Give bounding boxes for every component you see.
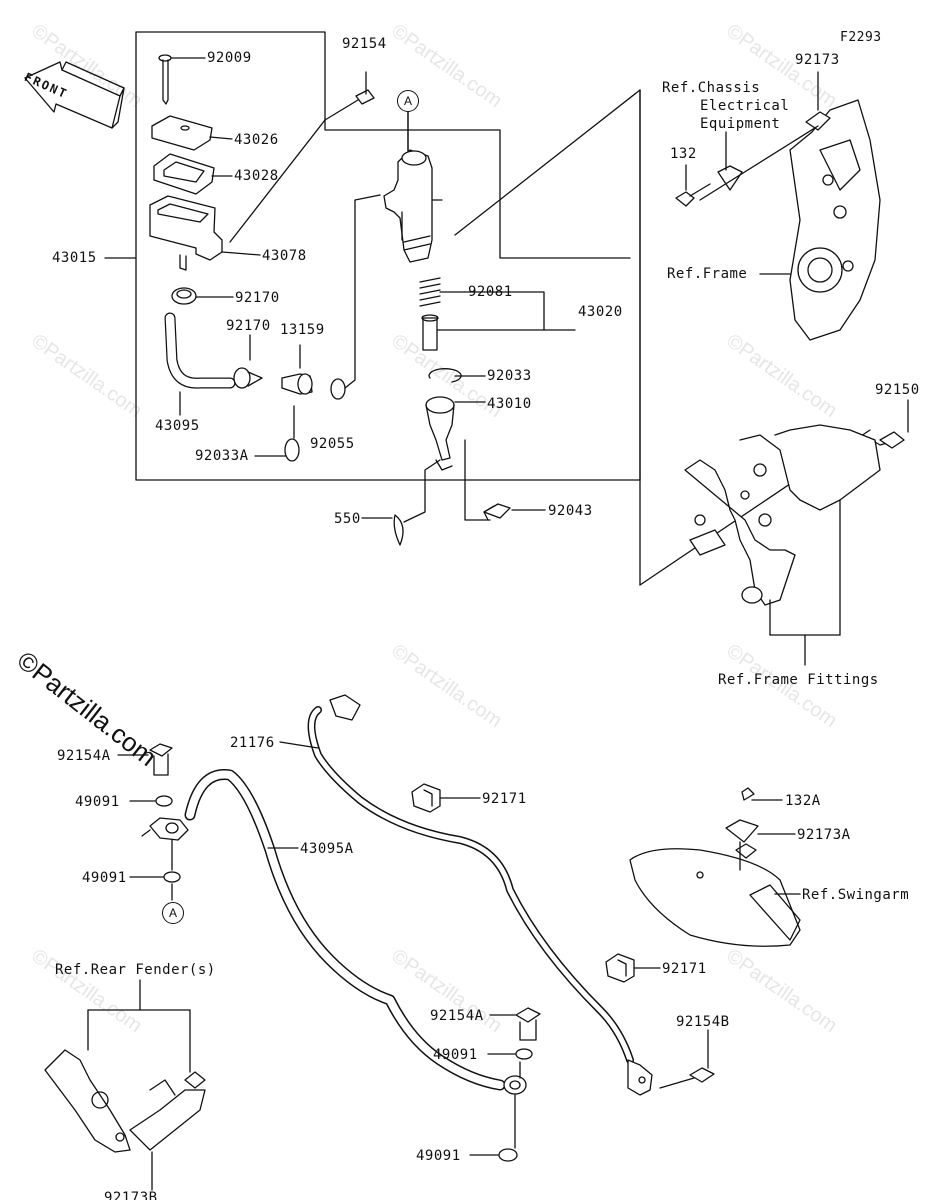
clamp-92171 (411, 783, 481, 813)
part-label: 92154 (342, 36, 387, 52)
part-label: 43026 (234, 132, 279, 148)
part-label: 92033 (487, 368, 532, 384)
clamp-92170b (233, 334, 263, 389)
part-label: 92171 (662, 961, 707, 977)
part-label: 92173 (795, 52, 840, 68)
part-label: 43078 (262, 248, 307, 264)
snap-ring-92033a (254, 405, 300, 462)
clamp-92171b (605, 953, 661, 983)
bolt-92154a-left (117, 743, 173, 776)
washer-49091 (515, 1048, 533, 1060)
leader-line (454, 89, 641, 236)
o-ring-92055 (330, 194, 381, 400)
cap-43026 (151, 115, 233, 151)
rear-fender (44, 979, 206, 1191)
part-label: 92009 (207, 50, 252, 66)
part-label: 49091 (433, 1047, 478, 1063)
pushrod-43010 (425, 396, 486, 471)
bolt-132 (675, 164, 711, 207)
part-label: 92033A (195, 448, 249, 464)
part-label: 43015 (52, 250, 97, 266)
bolt-132a (735, 787, 783, 859)
cotter-pin-550 (361, 459, 441, 546)
clip-92173 (805, 71, 831, 131)
hose-21176 (279, 694, 634, 1064)
part-label: 92055 (310, 436, 355, 452)
pin-92043 (464, 439, 546, 521)
part-label: 92170 (226, 318, 271, 334)
part-label: 92154A (430, 1008, 484, 1024)
part-label: 49091 (82, 870, 127, 886)
part-label: 92173A (797, 827, 851, 843)
ref-label: Ref.Swingarm (802, 887, 910, 903)
part-label: 49091 (75, 794, 120, 810)
banjo-fitting (503, 1075, 527, 1095)
part-label: 43095A (300, 841, 354, 857)
ref-label: Ref.Frame (667, 266, 748, 282)
figure-code: F2293 (840, 30, 882, 45)
swingarm (629, 848, 801, 947)
frame-structure (759, 99, 881, 341)
master-cylinder (383, 99, 443, 263)
clip-92173a (725, 819, 796, 871)
ref-label: Equipment (700, 116, 781, 132)
part-label: 132A (785, 793, 821, 809)
part-label: 92171 (482, 791, 527, 807)
bolt-92154a-center (489, 1007, 541, 1041)
bolt-92154b (659, 1029, 715, 1089)
part-label: 43010 (487, 396, 532, 412)
ref-label: Ref.Frame Fittings (718, 672, 879, 688)
bolt-92154 (324, 71, 375, 121)
part-label: 92154A (57, 748, 111, 764)
reservoir-43078 (149, 119, 326, 271)
part-label: 92173B (104, 1190, 158, 1200)
part-label: 92081 (468, 284, 513, 300)
part-label: 21176 (230, 735, 275, 751)
spring-92081 (419, 277, 466, 307)
hose-43095a (184, 769, 506, 1091)
callout-a: A (397, 90, 419, 112)
fitting-13159 (281, 344, 313, 395)
clamp-92170 (171, 287, 234, 305)
part-label: 132 (670, 146, 697, 162)
hose-43095 (164, 312, 236, 416)
washer-49091 (155, 795, 173, 807)
part-label: 43020 (578, 304, 623, 320)
sensor-end (627, 1059, 653, 1096)
part-label: 92150 (875, 382, 920, 398)
part-label: 550 (334, 511, 361, 527)
part-label: 92170 (235, 290, 280, 306)
diaphragm-43028 (153, 153, 233, 195)
piston (421, 291, 576, 351)
part-label: 13159 (280, 322, 325, 338)
screw-92009 (158, 54, 206, 105)
chassis-clamp (699, 125, 819, 201)
ref-label: Ref.Chassis (662, 80, 761, 96)
washer-49091 (163, 871, 181, 883)
frame-fittings (684, 399, 909, 666)
front-arrow-icon (24, 61, 125, 129)
washer-49091 (498, 1148, 518, 1162)
part-label: 43028 (234, 168, 279, 184)
part-label: 92043 (548, 503, 593, 519)
ref-label: Electrical (700, 98, 790, 114)
banjo-fitting-left (141, 817, 189, 841)
part-label: 49091 (416, 1148, 461, 1164)
part-label: 92154B (676, 1014, 730, 1030)
ref-label: Ref.Rear Fender(s) (55, 962, 216, 978)
part-label: 43095 (155, 418, 200, 434)
circlip-92033 (428, 368, 486, 383)
callout-a: A (162, 902, 184, 924)
